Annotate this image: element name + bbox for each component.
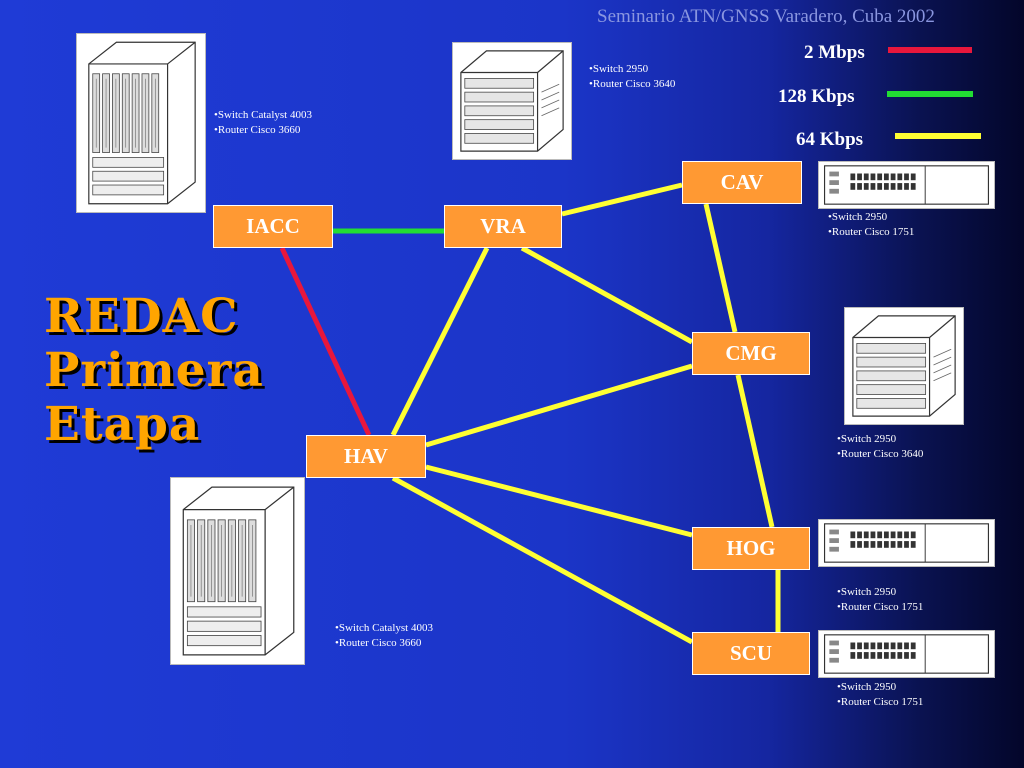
node-cmg: CMG	[692, 332, 810, 375]
link-vra-hav	[390, 246, 490, 437]
caption-scu-switch: •Switch 2950	[837, 681, 897, 693]
link-cmg-hav	[425, 363, 693, 448]
chassis-4003-image-iacc	[76, 33, 206, 213]
link-hav-hog	[425, 464, 693, 538]
link-vra-cav	[561, 182, 683, 217]
link-vra-cmg	[520, 245, 694, 345]
caption-vra-router: •Router Cisco 3640	[589, 78, 676, 90]
title-line-2: Primera	[44, 343, 264, 398]
title-line-3: Etapa	[44, 397, 201, 452]
caption-hog-switch: •Switch 2950	[837, 586, 897, 598]
router-1751-image-hog	[818, 519, 995, 567]
legend-label-2mbps: 2 Mbps	[804, 42, 865, 63]
node-hav: HAV	[306, 435, 426, 478]
chassis-3640-image-vra	[452, 42, 572, 160]
node-iacc: IACC	[213, 205, 333, 248]
link-hav-scu	[391, 475, 694, 645]
caption-vra: •Switch 2950 •Router Cisco 3640	[589, 62, 675, 92]
caption-cmg: •Switch 2950 •Router Cisco 3640	[837, 432, 923, 462]
caption-iacc: •Switch Catalyst 4003 •Router Cisco 3660	[214, 108, 312, 138]
link-cav-cmg	[703, 203, 738, 333]
legend-line-2mbps	[888, 47, 972, 53]
legend-label-64kbps: 64 Kbps	[796, 129, 864, 150]
diagram-title: REDAC Primera Etapa	[44, 290, 264, 452]
caption-iacc-switch: •Switch Catalyst 4003	[214, 109, 312, 121]
caption-scu: •Switch 2950 •Router Cisco 1751	[837, 680, 923, 710]
router-1751-image-scu	[818, 630, 995, 678]
node-cav: CAV	[682, 161, 802, 204]
legend-line-128kbps	[887, 91, 973, 97]
chassis-4003-image-hav	[170, 477, 305, 665]
caption-iacc-router: •Router Cisco 3660	[214, 124, 301, 136]
caption-cmg-switch: •Switch 2950	[837, 433, 897, 445]
caption-hog-router: •Router Cisco 1751	[837, 601, 924, 613]
caption-cmg-router: •Router Cisco 3640	[837, 448, 924, 460]
caption-cav-switch: •Switch 2950	[828, 211, 888, 223]
link-cmg-hog	[735, 374, 775, 528]
chassis-3640-image-cmg	[844, 307, 964, 425]
caption-scu-router: •Router Cisco 1751	[837, 696, 924, 708]
title-line-1: REDAC	[44, 289, 239, 344]
node-scu: SCU	[692, 632, 810, 675]
legend-label-128kbps: 128 Kbps	[778, 86, 855, 107]
legend-line-64kbps	[895, 133, 981, 139]
node-vra: VRA	[444, 205, 562, 248]
caption-hog: •Switch 2950 •Router Cisco 1751	[837, 585, 923, 615]
caption-vra-switch: •Switch 2950	[589, 63, 649, 75]
caption-hav-router: •Router Cisco 3660	[335, 637, 422, 649]
seminar-header: Seminario ATN/GNSS Varadero, Cuba 2002	[597, 6, 935, 27]
caption-hav: •Switch Catalyst 4003 •Router Cisco 3660	[335, 621, 433, 651]
link-iacc-hav	[279, 246, 372, 437]
router-1751-image-cav	[818, 161, 995, 209]
caption-cav: •Switch 2950 •Router Cisco 1751	[828, 210, 914, 240]
node-hog: HOG	[692, 527, 810, 570]
caption-cav-router: •Router Cisco 1751	[828, 226, 915, 238]
caption-hav-switch: •Switch Catalyst 4003	[335, 622, 433, 634]
